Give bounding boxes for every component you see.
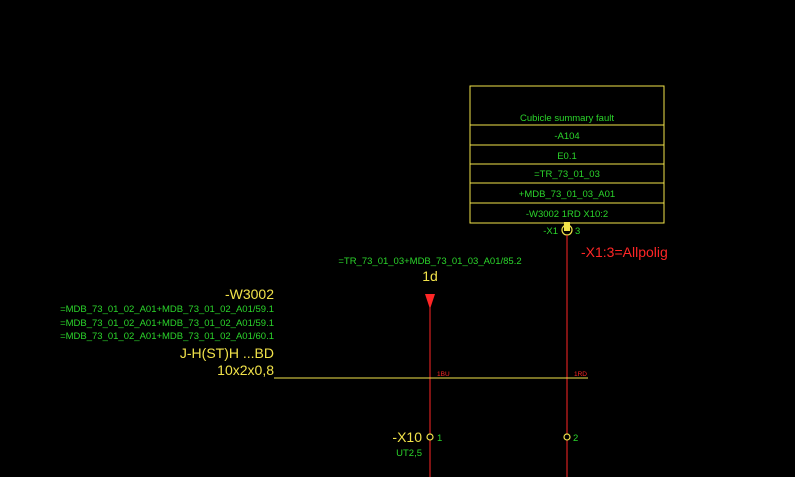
cable-type: J-H(ST)H ...BD bbox=[180, 345, 274, 361]
cross-reference-text[interactable]: =TR_73_01_03+MDB_73_01_03_A01/85.2 bbox=[338, 256, 521, 267]
wire-label: 1d bbox=[422, 268, 438, 284]
device-terminal-number: 3 bbox=[575, 226, 580, 237]
terminal-2-number: 2 bbox=[573, 433, 578, 444]
device-address-text: E0.1 bbox=[557, 151, 577, 162]
terminal-1-connector-icon[interactable] bbox=[426, 433, 434, 441]
device-location-text: +MDB_73_01_03_A01 bbox=[519, 189, 615, 200]
device-box[interactable]: Cubicle summary fault -A104 E0.1 =TR_73_… bbox=[469, 85, 665, 224]
terminal-1-number: 1 bbox=[437, 433, 442, 444]
cable-ref-3[interactable]: =MDB_73_01_02_A01+MDB_73_01_02_A01/60.1 bbox=[60, 331, 274, 342]
terminal-note: -X1:3=Allpolig bbox=[581, 244, 668, 260]
cable-ref-2[interactable]: =MDB_73_01_02_A01+MDB_73_01_02_A01/59.1 bbox=[60, 318, 274, 329]
device-function-text: Cubicle summary fault bbox=[520, 113, 614, 124]
device-connection-text: -W3002 1RD X10:2 bbox=[526, 209, 608, 220]
device-terminal-pin-icon bbox=[564, 222, 570, 231]
terminal-strip-type: UT2,5 bbox=[396, 448, 422, 459]
cable-core-label-right: 1RD bbox=[574, 371, 587, 378]
terminal-strip-name: -X10 bbox=[392, 429, 422, 445]
cable-ref-1[interactable]: =MDB_73_01_02_A01+MDB_73_01_02_A01/59.1 bbox=[60, 304, 274, 315]
cable-core-label-left: 1BU bbox=[437, 371, 450, 378]
cable-name: -W3002 bbox=[225, 286, 274, 302]
device-terminal-label: -X1 bbox=[543, 226, 558, 237]
cable-spec: 10x2x0,8 bbox=[217, 362, 274, 378]
terminal-2-connector-icon[interactable] bbox=[563, 433, 571, 441]
device-plant-text: =TR_73_01_03 bbox=[534, 169, 600, 180]
device-tag-text: -A104 bbox=[554, 131, 579, 142]
